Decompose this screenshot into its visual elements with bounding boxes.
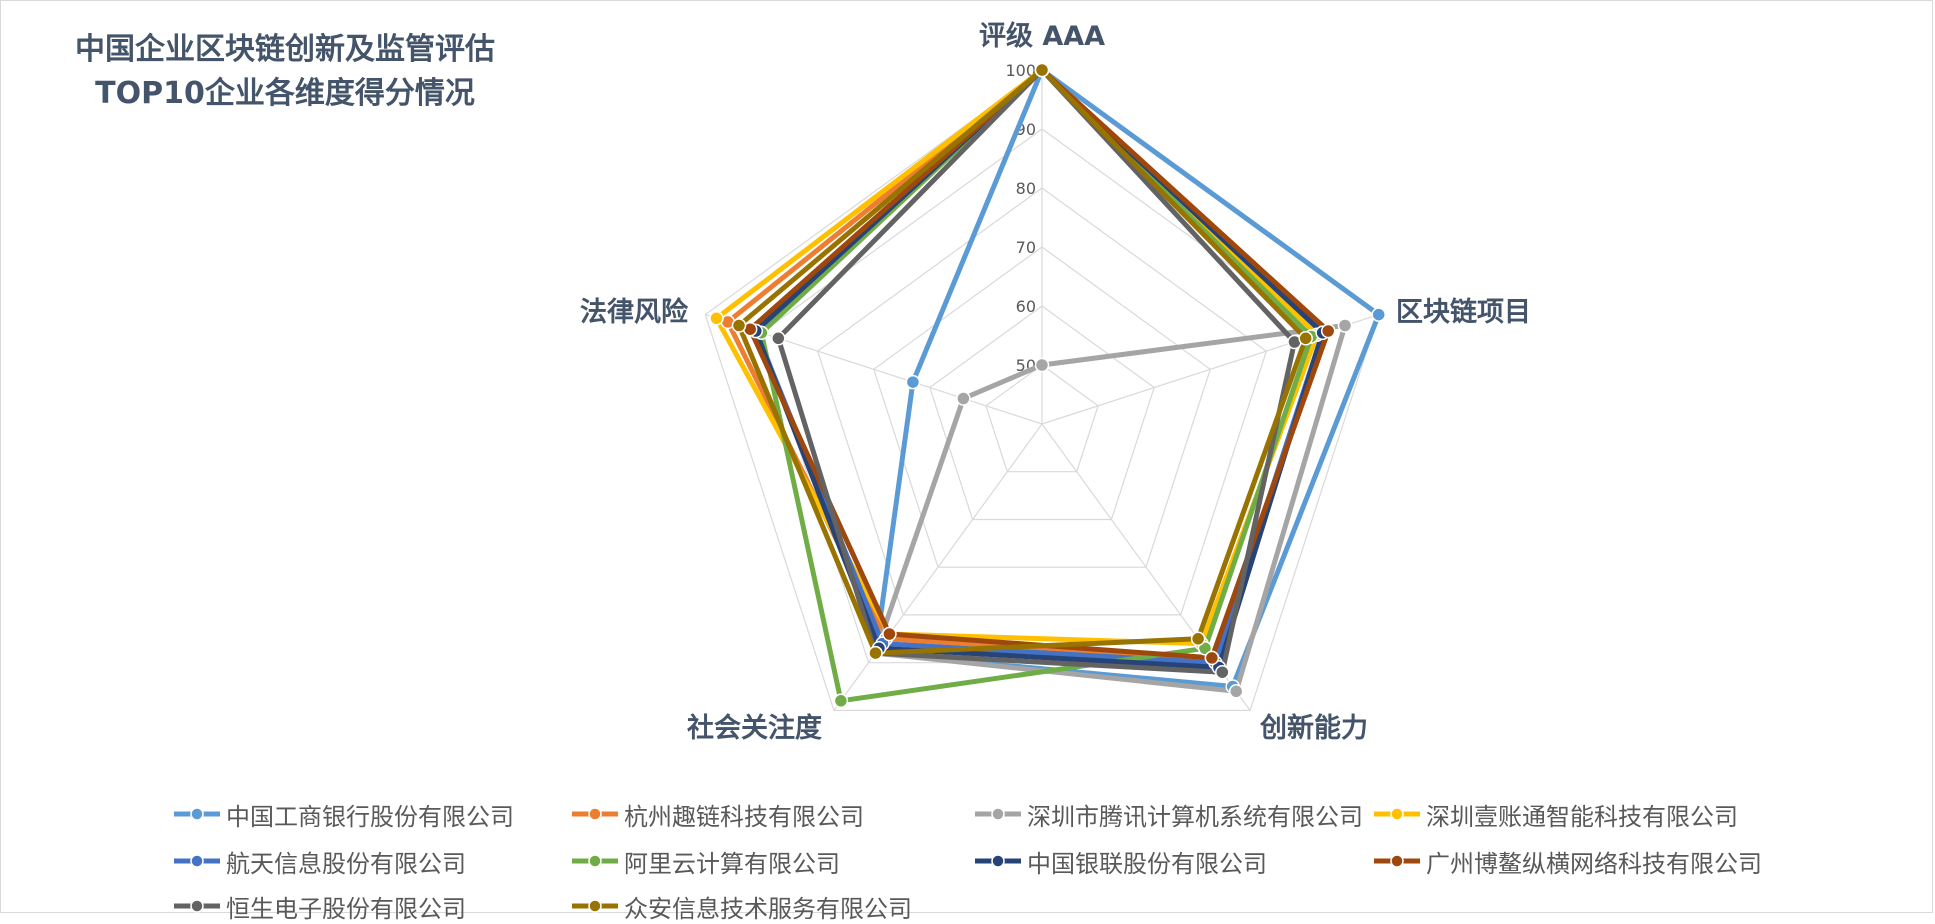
series-point-2-1 <box>1337 318 1353 333</box>
tick-label-70: 70 <box>1016 238 1036 257</box>
legend-marker-dot <box>190 899 204 913</box>
legend-label: 广州博鳌纵横网络科技有限公司 <box>1426 849 1762 878</box>
legend-label: 杭州趣链科技有限公司 <box>624 802 864 831</box>
tick-label-60: 60 <box>1016 297 1036 316</box>
legend-marker-icon <box>1374 854 1420 868</box>
series-point-7-2 <box>1204 650 1220 666</box>
axis-label-0: 评级 AAA <box>979 20 1105 52</box>
legend-marker-dot <box>190 807 204 821</box>
axis-label-1: 区块链项目 <box>1396 296 1531 328</box>
chart-title-line-2: TOP10企业各维度得分情况 <box>95 76 475 111</box>
legend-marker-dot <box>588 854 602 868</box>
axis-label-4: 法律风险 <box>580 296 689 328</box>
legend-label: 阿里云计算有限公司 <box>624 849 840 878</box>
series-point-9-2 <box>1190 631 1206 647</box>
legend-label: 中国银联股份有限公司 <box>1027 849 1267 878</box>
chart-title: 中国企业区块链创新及监管评估 TOP10企业各维度得分情况 <box>30 28 540 116</box>
legend-marker-dot <box>1390 854 1404 868</box>
chart-title-line-1: 中国企业区块链创新及监管评估 <box>75 32 495 67</box>
grid-ring-50 <box>985 364 1099 473</box>
legend-label: 深圳壹账通智能科技有限公司 <box>1426 802 1738 831</box>
legend-item: 广州博鳌纵横网络科技有限公司 <box>1372 846 1762 878</box>
legend-marker-icon <box>1374 807 1420 821</box>
series-point-8-2 <box>1215 664 1230 680</box>
grid-ring-80 <box>816 187 1268 616</box>
axis-label-3: 社会关注度 <box>687 712 822 744</box>
legend-item: 中国银联股份有限公司 <box>973 846 1267 878</box>
legend-marker-dot <box>190 854 204 868</box>
legend-item: 航天信息股份有限公司 <box>172 846 466 878</box>
tick-label-80: 80 <box>1016 179 1036 198</box>
legend-item: 众安信息技术服务有限公司 <box>570 891 912 923</box>
legend-marker-icon <box>174 854 220 868</box>
legend-label: 恒生电子股份有限公司 <box>226 894 466 923</box>
legend-item: 深圳壹账通智能科技有限公司 <box>1372 799 1738 831</box>
series-point-5-3 <box>833 693 849 709</box>
series-point-8-4 <box>771 331 786 346</box>
grid-spoke-3 <box>833 423 1043 711</box>
legend-marker-icon <box>572 807 618 821</box>
legend-marker-icon <box>572 854 618 868</box>
legend-label: 航天信息股份有限公司 <box>226 849 466 878</box>
legend-marker-dot <box>588 899 602 913</box>
series-point-0-4 <box>905 374 921 390</box>
series-line-6 <box>753 67 1326 670</box>
series-line-5 <box>758 67 1314 704</box>
legend-marker-icon <box>975 854 1021 868</box>
legend-item: 杭州趣链科技有限公司 <box>570 799 864 831</box>
series-point-9-3 <box>868 645 883 661</box>
axis-label-2: 创新能力 <box>1259 712 1368 744</box>
series-point-2-2 <box>1228 684 1244 699</box>
legend-marker-dot <box>1390 807 1404 821</box>
series-line-8 <box>775 67 1297 675</box>
series-point-7-3 <box>882 626 897 642</box>
legend-item: 深圳市腾讯计算机系统有限公司 <box>973 799 1363 831</box>
series-point-9-4 <box>731 318 747 333</box>
tick-label-100: 100 <box>1005 61 1036 80</box>
legend-label: 深圳市腾讯计算机系统有限公司 <box>1027 802 1363 831</box>
legend-marker-dot <box>991 854 1005 868</box>
series-point-2-4 <box>956 391 971 406</box>
legend-marker-icon <box>975 807 1021 821</box>
series-point-3-4 <box>709 311 724 326</box>
series-point-9-1 <box>1298 331 1313 346</box>
series-line-9 <box>736 67 1309 656</box>
legend-item: 中国工商银行股份有限公司 <box>172 799 514 831</box>
grid-ring-60 <box>929 305 1155 521</box>
legend-marker-icon <box>174 807 220 821</box>
legend-label: 中国工商银行股份有限公司 <box>226 802 514 831</box>
series-point-2-0 <box>1034 357 1050 373</box>
series-point-9-0 <box>1034 62 1050 78</box>
series-line-3 <box>714 67 1320 647</box>
series-point-0-1 <box>1371 307 1386 322</box>
legend-marker-dot <box>588 807 602 821</box>
series-point-7-1 <box>1320 323 1336 339</box>
legend-marker-icon <box>572 899 618 913</box>
legend-item: 阿里云计算有限公司 <box>570 846 840 878</box>
legend-marker-icon <box>174 899 220 913</box>
legend-marker-dot <box>991 807 1005 821</box>
legend-label: 众安信息技术服务有限公司 <box>624 894 912 923</box>
legend-item: 恒生电子股份有限公司 <box>172 891 466 923</box>
